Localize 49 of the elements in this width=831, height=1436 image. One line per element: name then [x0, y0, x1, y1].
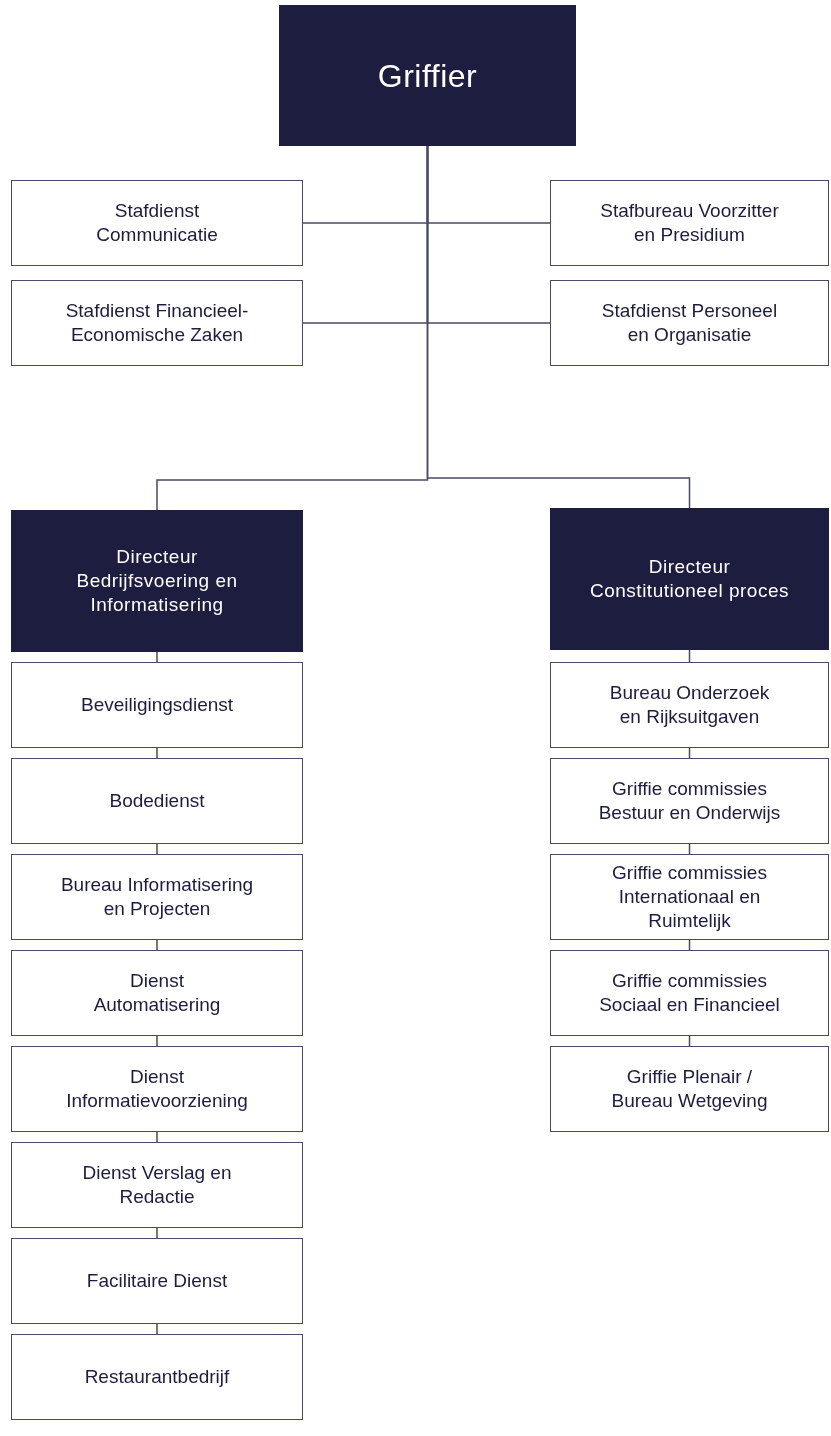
department-box	[550, 180, 829, 266]
department-name: Griffie commissies Sociaal en Financieel	[598, 969, 781, 1017]
department-name: Bureau Onderzoek en Rijksuitgaven	[608, 681, 771, 729]
department-box	[550, 662, 829, 748]
leader-box	[550, 508, 829, 650]
leader-box	[279, 5, 576, 146]
department-box	[11, 1142, 303, 1228]
leader-box	[11, 510, 303, 652]
department-name: Stafbureau Voorzitter en Presidium	[599, 199, 780, 247]
department-box	[11, 180, 303, 266]
department-name: Stafdienst Financieel- Economische Zaken	[64, 299, 250, 347]
department-box	[550, 950, 829, 1036]
connector-line	[156, 651, 158, 663]
department-name: Griffie Plenair / Bureau Wetgeving	[610, 1065, 769, 1113]
department-box	[550, 758, 829, 844]
department-box	[11, 1334, 303, 1420]
department-box	[11, 758, 303, 844]
department-name: Stafdienst Communicatie	[95, 199, 219, 247]
department-name: Griffie commissies Bestuur en Onderwijs	[597, 777, 782, 825]
department-box	[11, 280, 303, 366]
department-box	[550, 1046, 829, 1132]
department-name: Beveiligingsdienst	[80, 693, 234, 717]
connector-line	[426, 145, 691, 509]
department-name: Dienst Informatievoorziening	[65, 1065, 249, 1113]
department-name: Dienst Automatisering	[92, 969, 222, 1017]
leader-title: Directeur Constitutioneel proces	[589, 555, 790, 603]
connector-line	[156, 747, 158, 759]
department-box	[11, 1046, 303, 1132]
connector-line	[156, 1131, 158, 1143]
department-box	[11, 662, 303, 748]
department-name: Stafdienst Personeel en Organisatie	[600, 299, 779, 347]
department-name: Bodedienst	[109, 789, 205, 813]
department-name: Bureau Informatisering en Projecten	[59, 873, 255, 921]
connector-line	[156, 1323, 158, 1335]
department-box	[550, 854, 829, 940]
connector-line	[156, 1035, 158, 1047]
department-box	[11, 950, 303, 1036]
leader-title: Griffier	[377, 56, 478, 96]
department-name: Restaurantbedrijf	[84, 1365, 230, 1389]
department-box	[11, 854, 303, 940]
leader-title: Directeur Bedrijfsvoering en Informatisering	[75, 545, 239, 617]
department-box	[11, 1238, 303, 1324]
connector-line	[156, 843, 158, 855]
connector-line	[156, 939, 158, 951]
department-name: Facilitaire Dienst	[86, 1269, 228, 1293]
connector-line	[156, 1227, 158, 1239]
department-name: Dienst Verslag en Redactie	[81, 1161, 233, 1209]
department-box	[550, 280, 829, 366]
department-name: Griffie commissies Internationaal en Ruimtelijk	[611, 861, 768, 933]
